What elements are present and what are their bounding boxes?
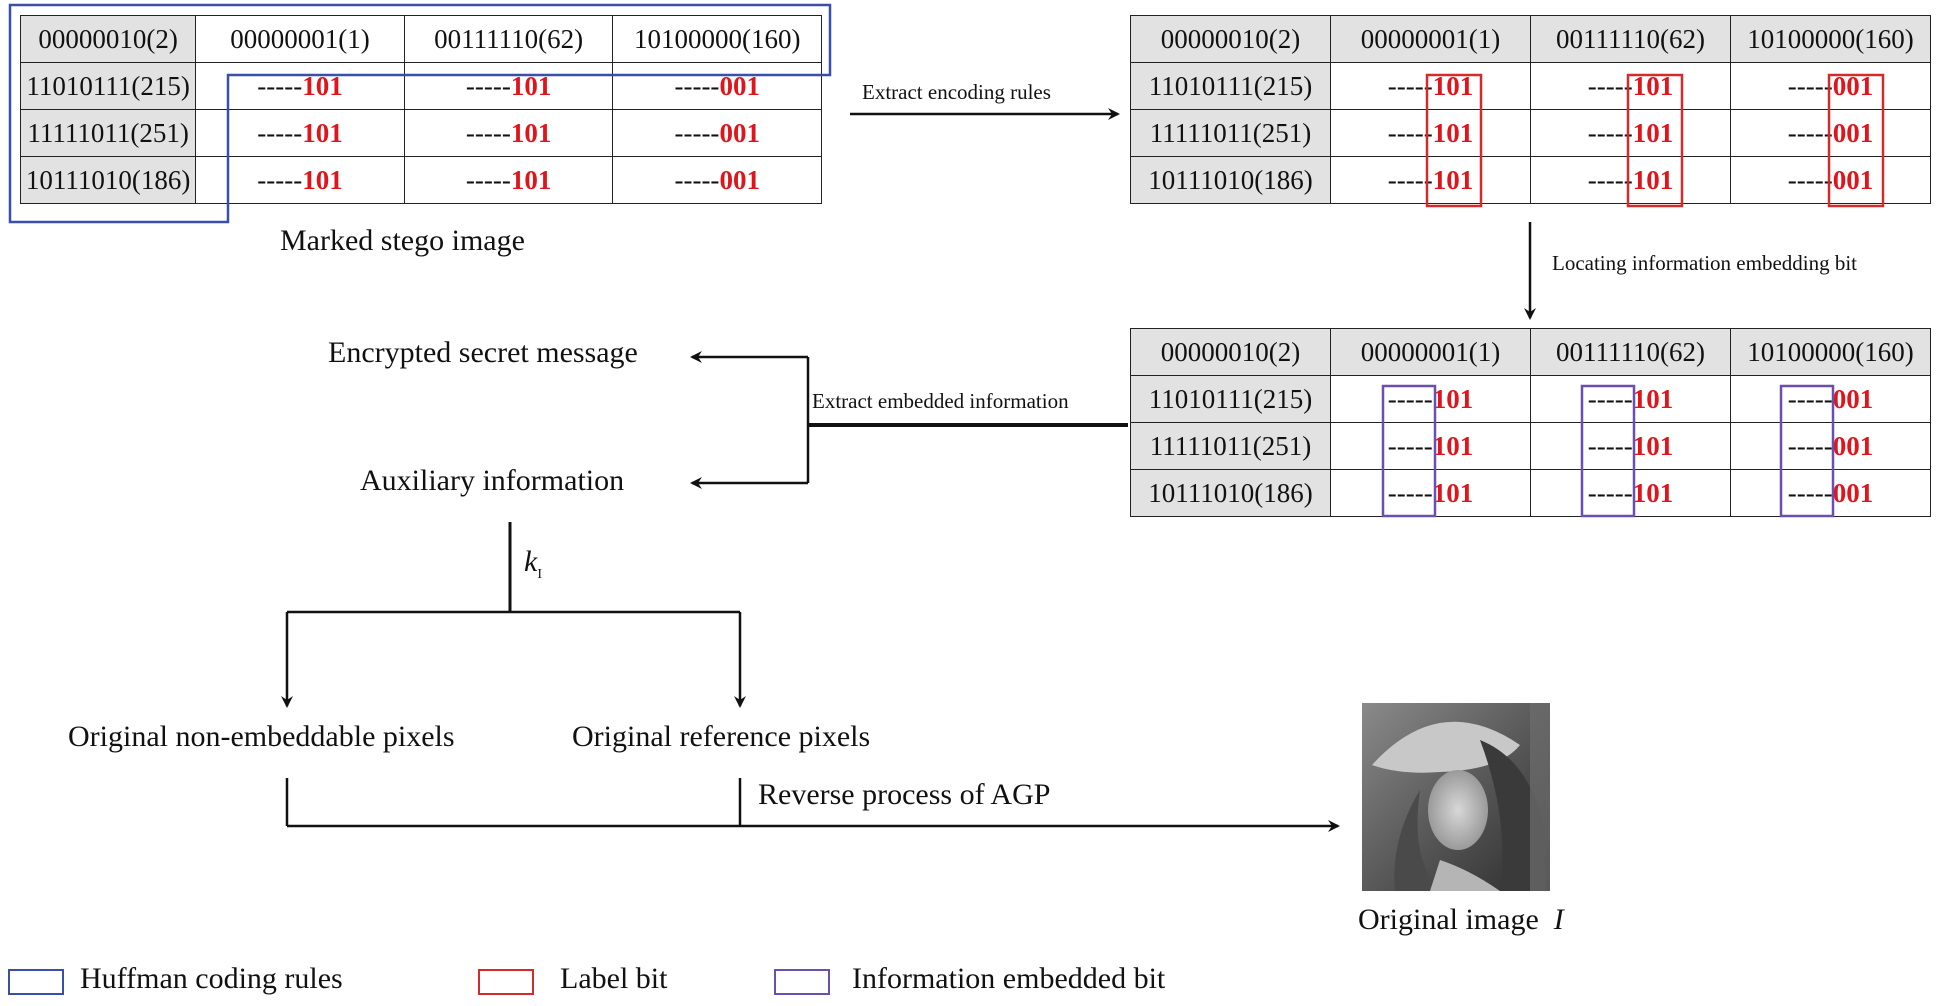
legend-swatch-embedded-bit [774, 969, 830, 995]
embed-bit-box [1779, 384, 1835, 518]
data-cell: -----001 [612, 109, 822, 157]
header-cell: 00111110(62) [403, 15, 614, 63]
row-label: 11010111(215) [19, 62, 197, 110]
legend-label-huffman: Huffman coding rules [80, 962, 343, 995]
locating-label: Locating information embedding bit [1552, 251, 1858, 275]
row-label: 10111010(186) [19, 156, 197, 204]
data-cell: -----101 [403, 156, 614, 204]
label-bit-box [1827, 73, 1885, 208]
row-label: 10111010(186) [1130, 156, 1331, 204]
legend-swatch-label-bit [478, 969, 534, 995]
row-label: 11010111(215) [1130, 375, 1331, 423]
marked-stego-label: Marked stego image [280, 224, 525, 257]
huffman-rules-box [8, 3, 832, 224]
legend-swatch-huffman [8, 969, 64, 995]
embed-bit-box [1580, 384, 1636, 518]
non-embeddable-label: Original non-embeddable pixels [68, 720, 455, 753]
header-cell: 10100000(160) [1730, 328, 1931, 376]
reverse-agp-label: Reverse process of AGP [758, 778, 1051, 811]
table-row: 11111011(251) -----101 -----101 -----001 [1130, 109, 1931, 157]
header-cell: 00000010(2) [1130, 328, 1331, 376]
table-row: 11010111(215) -----101 -----101 -----001 [1130, 62, 1931, 110]
embed-bit-box [1381, 384, 1437, 518]
data-cell: -----101 [1530, 375, 1731, 423]
key-subscript: I [537, 567, 542, 582]
key-label: kI [524, 545, 542, 583]
table-row: 11010111(215) -----101 -----101 -----001 [19, 62, 822, 110]
label-bit-box [1626, 73, 1684, 208]
row-label: 11010111(215) [1130, 62, 1331, 110]
key-symbol: k [524, 545, 538, 578]
table-row: 11111011(251) -----101 -----101 -----001 [1130, 422, 1931, 470]
data-cell: -----101 [195, 156, 405, 204]
data-cell: -----101 [195, 109, 405, 157]
data-cell: -----101 [1330, 422, 1531, 470]
embedding-table: 00000010(2) 00000001(1) 00111110(62) 101… [1130, 328, 1931, 517]
data-cell: -----001 [1730, 422, 1931, 470]
embed-bit-boxes [1381, 384, 1835, 518]
data-cell: -----101 [403, 62, 614, 110]
header-cell: 00000001(1) [1330, 15, 1531, 63]
header-cell: 00000010(2) [1130, 15, 1331, 63]
table-row: 11010111(215) -----101 -----101 -----001 [1130, 375, 1931, 423]
table-row: 10111010(186) -----101 -----101 -----001 [19, 156, 822, 204]
data-cell: -----101 [1530, 469, 1731, 517]
legend-label-label-bit: Label bit [560, 962, 668, 995]
table-row: 00000010(2) 00000001(1) 00111110(62) 101… [1130, 15, 1931, 63]
data-cell: -----101 [1330, 375, 1531, 423]
data-cell: -----001 [1730, 375, 1931, 423]
original-image-symbol: I [1553, 903, 1564, 936]
legend-label-embedded-bit: Information embedded bit [852, 962, 1166, 995]
table-row: 11111011(251) -----101 -----101 -----001 [19, 109, 822, 157]
data-cell: -----101 [1330, 109, 1531, 157]
row-label: 10111010(186) [1130, 469, 1331, 517]
extract-embedded-label: Extract embedded information [812, 389, 1069, 413]
table-row: 00000010(2) 00000001(1) 00111110(62) 101… [1130, 328, 1931, 376]
rules-table: 00000010(2) 00000001(1) 00111110(62) 101… [1130, 15, 1931, 204]
data-cell: -----101 [1330, 156, 1531, 204]
reference-pixels-label: Original reference pixels [572, 720, 871, 753]
data-cell: -----001 [1730, 156, 1931, 204]
header-cell: 10100000(160) [1730, 15, 1931, 63]
data-cell: -----101 [195, 62, 405, 110]
table-row: 10111010(186) -----101 -----101 -----001 [1130, 156, 1931, 204]
row-label: 11111011(251) [1130, 109, 1331, 157]
data-cell: -----001 [1730, 62, 1931, 110]
label-bit-box [1425, 73, 1483, 208]
data-cell: -----101 [1530, 156, 1731, 204]
data-cell: -----001 [1730, 109, 1931, 157]
header-cell: 10100000(160) [612, 15, 822, 63]
stego-table: 00000010(2) 00000001(1) 00111110(62) 101… [19, 15, 822, 204]
auxiliary-info-label: Auxiliary information [360, 464, 625, 497]
original-image-label: Original image I [1358, 903, 1564, 936]
header-cell: 00111110(62) [1530, 15, 1731, 63]
encrypted-message-label: Encrypted secret message [328, 336, 638, 369]
data-cell: -----001 [612, 156, 822, 204]
data-cell: -----101 [1330, 469, 1531, 517]
header-cell: 00111110(62) [1530, 328, 1731, 376]
header-cell: 00000010(2) [19, 15, 197, 63]
label-bit-boxes [1425, 73, 1885, 208]
extract-rules-label: Extract encoding rules [862, 80, 1051, 104]
data-cell: -----101 [1530, 422, 1731, 470]
original-image-thumbnail [1362, 703, 1550, 891]
row-label: 11111011(251) [1130, 422, 1331, 470]
row-label: 11111011(251) [19, 109, 197, 157]
table-row: 10111010(186) -----101 -----101 -----001 [1130, 469, 1931, 517]
